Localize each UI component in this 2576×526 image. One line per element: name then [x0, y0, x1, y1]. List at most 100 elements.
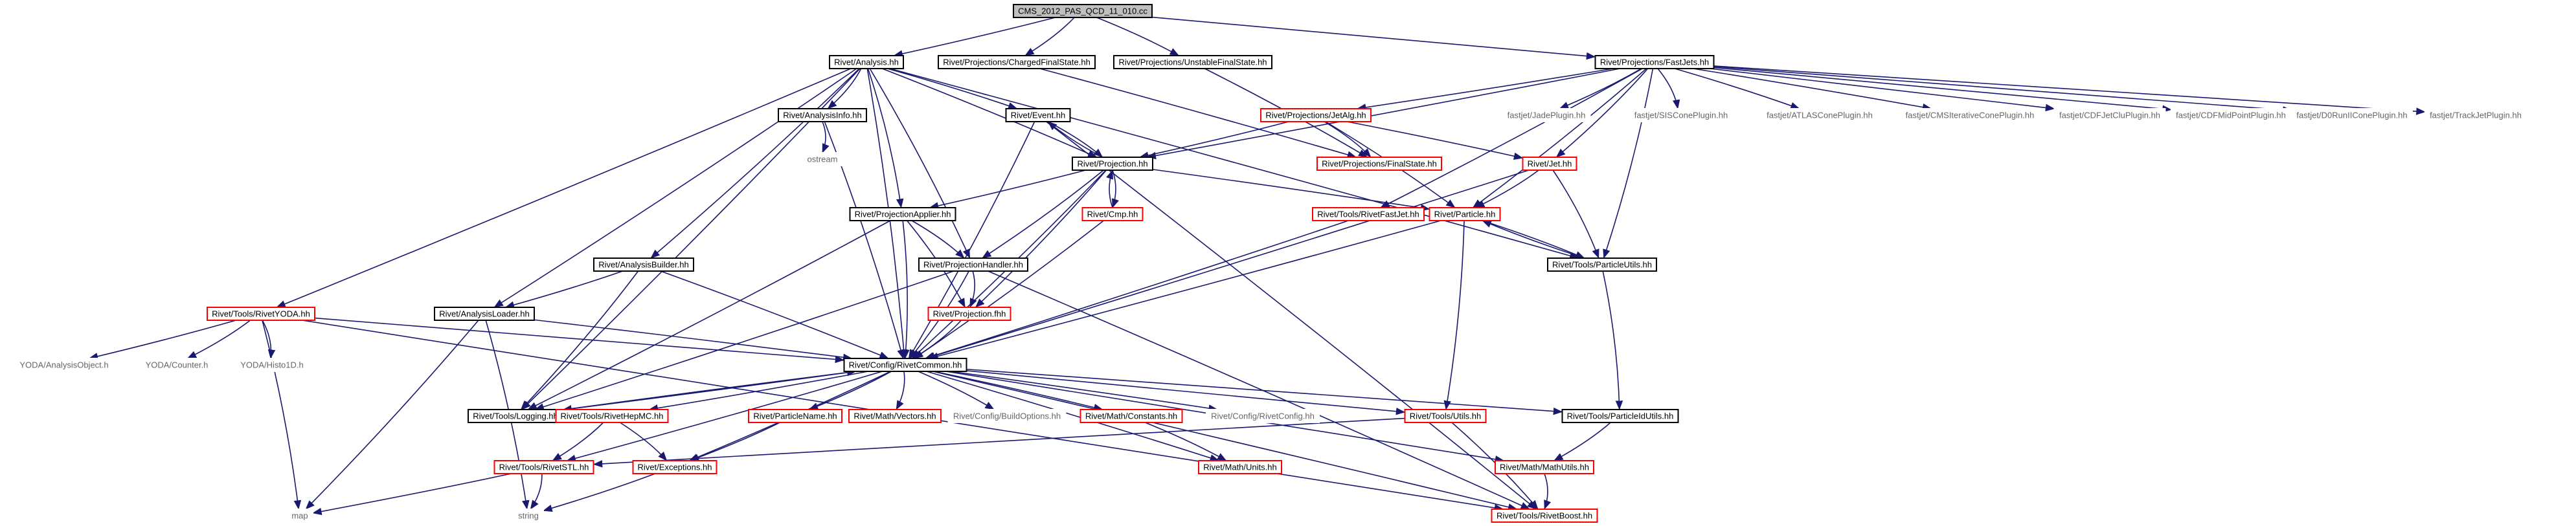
edge-utils-to-rivetstl [593, 417, 1405, 468]
node-particlename[interactable]: Rivet/ParticleName.hh [748, 409, 842, 423]
edge-rivetyoda-to-rivetcommon [314, 317, 845, 364]
node-analysisloader[interactable]: Rivet/AnalysisLoader.hh [434, 307, 535, 321]
node-box [947, 409, 1067, 423]
node-analysisinfo[interactable]: Rivet/AnalysisInfo.hh [778, 108, 867, 122]
node-ostream[interactable]: ostream [802, 152, 843, 166]
node-label: Rivet/ProjectionApplier.hh [855, 210, 951, 219]
node-cdfjetclu[interactable]: fastjet/CDFJetCluPlugin.hh [2053, 108, 2166, 122]
node-fastjets[interactable]: Rivet/Projections/FastJets.hh [1594, 55, 1715, 69]
node-mathutils[interactable]: Rivet/Math/MathUtils.hh [1495, 460, 1594, 474]
node-atlascone[interactable]: fastjet/ATLASConePlugin.hh [1761, 108, 1878, 122]
node-box [1081, 207, 1144, 221]
node-box [2171, 108, 2291, 122]
node-chargedfs[interactable]: Rivet/Projections/ChargedFinalState.hh [938, 55, 1096, 69]
edge-rivetstl-to-map [312, 473, 512, 516]
node-box [1206, 409, 1320, 423]
node-rivethepmc[interactable]: Rivet/Tools/RivetHepMC.hh [555, 409, 669, 423]
node-projhandler[interactable]: Rivet/ProjectionHandler.hh [918, 258, 1028, 272]
node-label: fastjet/JadePlugin.hh [1508, 111, 1586, 120]
node-units[interactable]: Rivet/Math/Units.hh [1198, 460, 1282, 474]
node-jet[interactable]: Rivet/Jet.hh [1522, 157, 1577, 171]
node-label: map [291, 511, 308, 521]
edge-jetalg-to-projection [1139, 121, 1289, 159]
node-jadeplugin[interactable]: fastjet/JadePlugin.hh [1502, 108, 1591, 122]
node-projection[interactable]: Rivet/Projection.hh [1072, 157, 1153, 171]
node-rivetconfig[interactable]: Rivet/Config/RivetConfig.hh [1206, 409, 1320, 423]
edge-cmp-to-rivetcommon [914, 220, 1104, 359]
node-analysis[interactable]: Rivet/Analysis.hh [829, 55, 904, 69]
node-label: Rivet/AnalysisBuilder.hh [598, 260, 688, 270]
node-label: Rivet/Event.hh [1011, 111, 1066, 120]
edge-jet-to-particle [1475, 170, 1539, 208]
edge-projapplier-to-projhandler [911, 220, 965, 259]
edge-analysis-to-analysisloader [493, 68, 857, 308]
node-root[interactable]: CMS_2012_PAS_QCD_11_010.cc [1013, 4, 1153, 18]
node-label: Rivet/Tools/RivetYODA.hh [212, 309, 310, 319]
edge-rivetcommon-to-rivetboost [932, 371, 1518, 511]
node-cmsiterative[interactable]: fastjet/CMSIterativeConePlugin.hh [1900, 108, 2040, 122]
node-unstablefs[interactable]: Rivet/Projections/UnstableFinalState.hh [1113, 55, 1272, 69]
node-label: Rivet/Config/BuildOptions.hh [953, 411, 1061, 421]
node-rivetboost[interactable]: Rivet/Tools/RivetBoost.hh [1491, 509, 1598, 523]
node-box [778, 108, 867, 122]
node-finalstate[interactable]: Rivet/Projections/FinalState.hh [1316, 157, 1442, 171]
node-trackjet[interactable]: fastjet/TrackJetPlugin.hh [2424, 108, 2527, 122]
node-yodahisto[interactable]: YODA/Histo1D.h [235, 358, 309, 372]
node-cdfmidpoint[interactable]: fastjet/CDFMidPointPlugin.hh [2171, 108, 2291, 122]
node-constants[interactable]: Rivet/Math/Constants.hh [1079, 409, 1183, 423]
node-projapplier[interactable]: Rivet/ProjectionApplier.hh [849, 207, 956, 221]
node-vectors[interactable]: Rivet/Math/Vectors.hh [848, 409, 942, 423]
node-d0run[interactable]: fastjet/D0RunIIConePlugin.hh [2291, 108, 2413, 122]
edge-rivetyoda-to-map [262, 320, 302, 510]
node-event[interactable]: Rivet/Event.hh [1005, 108, 1071, 122]
node-particleidutils[interactable]: Rivet/Tools/ParticleIdUtils.hh [1561, 409, 1679, 423]
node-particleutils[interactable]: Rivet/Tools/ParticleUtils.hh [1547, 258, 1657, 272]
edge-fastjets-to-jetalg [1357, 68, 1614, 111]
node-label: Rivet/Config/RivetCommon.hh [849, 360, 962, 370]
node-box [1013, 4, 1153, 18]
edge-jetalg-to-jet [1346, 121, 1524, 160]
edge-projapplier-to-logging [527, 220, 891, 410]
node-string[interactable]: string [513, 509, 544, 523]
node-label: Rivet/Tools/RivetBoost.hh [1497, 511, 1592, 521]
node-exceptions[interactable]: Rivet/Exceptions.hh [632, 460, 717, 474]
node-siscone[interactable]: fastjet/SISConePlugin.hh [1629, 108, 1734, 122]
edge-fastjets-to-cdfjetclu [1710, 68, 2055, 112]
node-rivetfastjet[interactable]: Rivet/Tools/RivetFastJet.hh [1312, 207, 1425, 221]
node-yodaao[interactable]: YODA/AnalysisObject.h [14, 358, 114, 372]
node-box [1561, 409, 1679, 423]
node-utils[interactable]: Rivet/Tools/Utils.hh [1404, 409, 1487, 423]
edge-fastjets-to-cdfmidpoint [1713, 67, 2172, 113]
node-projfhh[interactable]: Rivet/Projection.fhh [927, 307, 1011, 321]
edge-fastjets-to-jet [1555, 68, 1649, 158]
edge-analysis-to-projection [881, 68, 1098, 158]
edge-fastjets-to-projection [1146, 68, 1620, 160]
edge-projfhh-to-rivetcommon [912, 320, 962, 359]
node-box [1547, 258, 1657, 272]
node-label: CMS_2012_PAS_QCD_11_010.cc [1018, 6, 1147, 16]
node-box [1113, 55, 1272, 69]
edge-particle-to-utils [1443, 220, 1465, 410]
node-label: fastjet/CDFJetCluPlugin.hh [2059, 111, 2160, 120]
node-jetalg[interactable]: Rivet/Projections/JetAlg.hh [1260, 108, 1372, 122]
node-map[interactable]: map [286, 509, 313, 523]
node-cmp[interactable]: Rivet/Cmp.hh [1081, 207, 1144, 221]
node-box [513, 509, 544, 523]
node-rivetstl[interactable]: Rivet/Tools/RivetSTL.hh [493, 460, 594, 474]
edge-cmp-to-projection [1106, 170, 1113, 208]
node-logging[interactable]: Rivet/Tools/Logging.hh [468, 409, 563, 423]
node-label: Rivet/Math/Constants.hh [1085, 411, 1177, 421]
node-label: Rivet/AnalysisInfo.hh [783, 111, 861, 120]
node-box [1900, 108, 2040, 122]
node-box [748, 409, 842, 423]
edge-fastjets-to-particle [1472, 68, 1647, 208]
edge-projhandler-to-logging [534, 270, 955, 411]
edge-analysis-to-analysisbuilder [650, 68, 860, 259]
node-buildoptions[interactable]: Rivet/Config/BuildOptions.hh [947, 409, 1067, 423]
node-yodacounter[interactable]: YODA/Counter.h [140, 358, 214, 372]
edge-rivetyoda-to-yodacounter [186, 320, 251, 359]
node-rivetyoda[interactable]: Rivet/Tools/RivetYODA.hh [207, 307, 315, 321]
node-particle[interactable]: Rivet/Particle.hh [1429, 207, 1501, 221]
node-rivetcommon[interactable]: Rivet/Config/RivetCommon.hh [843, 358, 967, 372]
node-analysisbuilder[interactable]: Rivet/AnalysisBuilder.hh [593, 258, 694, 272]
